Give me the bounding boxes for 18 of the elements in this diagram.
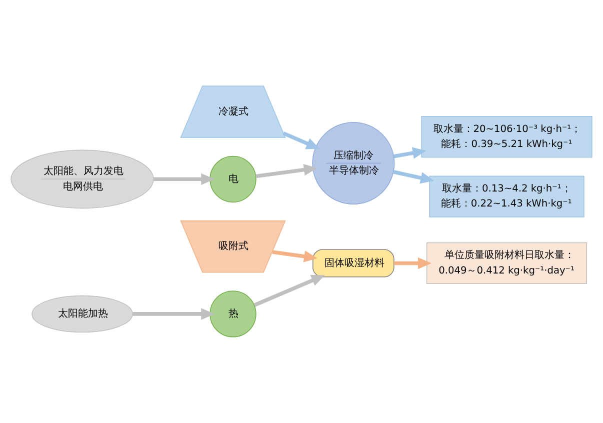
node-circle: 压缩制冷 半导体制冷 — [312, 122, 395, 205]
node-box: 取水量：0.13~4.2 kg·h⁻¹； 能耗：0.22~1.43 kWh·kg⁻¹ — [429, 176, 584, 218]
node-ellipse: 太阳能、风力发电 电网供电 — [10, 150, 154, 209]
arrow — [256, 164, 318, 178]
arrow — [393, 170, 434, 184]
arrow — [254, 274, 325, 307]
node-box: 固体吸湿材料 — [312, 249, 394, 278]
arrow — [154, 173, 215, 186]
arrow — [282, 132, 320, 150]
arrow — [394, 147, 426, 159]
node-box: 单位质量吸附材料日取水量： 0.049～0.412 kg·kg⁻¹·day⁻¹ — [426, 242, 587, 284]
arrow — [132, 308, 215, 320]
arrow — [394, 257, 432, 270]
node-circle: 热 — [210, 290, 256, 338]
arrow — [272, 250, 318, 262]
node-box: 取水量：20~106·10⁻³ kg·h⁻¹； 能耗：0.39~5.21 kWh·kg⁻¹ — [421, 116, 592, 158]
node-ellipse: 太阳能加热 — [32, 295, 133, 333]
node-circle: 电 — [210, 156, 256, 202]
